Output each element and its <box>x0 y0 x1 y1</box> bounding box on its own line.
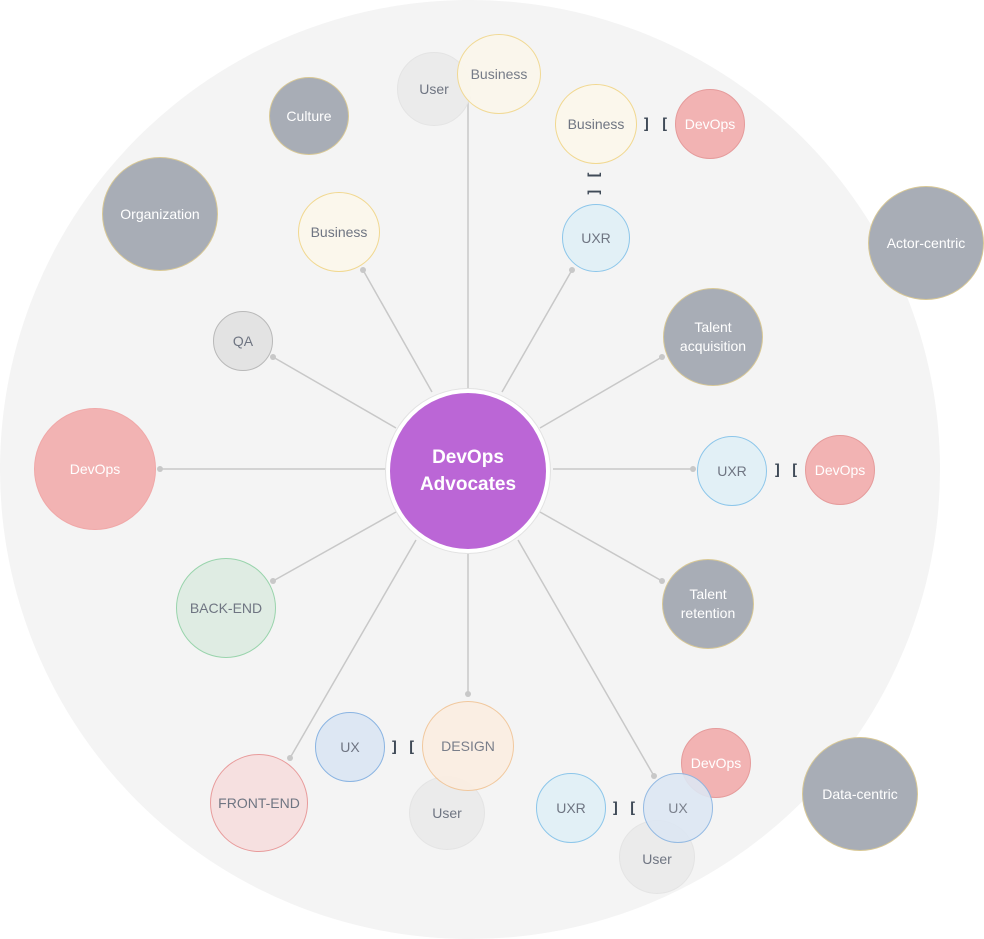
bracket-close: ] <box>390 738 400 756</box>
bracket-close: ] <box>642 115 652 133</box>
talent-retention-node[interactable]: Talent retention <box>662 559 754 649</box>
organization-node[interactable]: Organization <box>102 157 218 271</box>
front-end-node[interactable]: FRONT-END <box>210 754 308 852</box>
talent-retention-label: Talent retention <box>681 585 735 623</box>
devops-bottom-right-label: DevOps <box>690 754 742 771</box>
back-end-node[interactable]: BACK-END <box>176 558 276 658</box>
qa-label: QA <box>232 332 254 349</box>
talent-acquisition-label: Talent acquisition <box>680 318 746 356</box>
center-line1: DevOps <box>432 447 504 468</box>
bracket-open: [ <box>790 461 800 479</box>
link-back-end <box>272 511 397 582</box>
link-qa <box>272 356 397 429</box>
bracket-close: ] <box>773 461 783 479</box>
user-bottom-center-label: User <box>432 804 462 821</box>
talent-acquisition-node[interactable]: Talent acquisition <box>663 288 763 386</box>
user-top-label: User <box>419 80 449 97</box>
link-dot <box>270 578 276 584</box>
link-front-end <box>289 539 417 759</box>
uxr-node-bottom-right[interactable]: UXR <box>536 773 606 843</box>
data-centric-node[interactable]: Data-centric <box>802 737 918 851</box>
link-dot <box>651 773 657 779</box>
ux-bottom-left-label: UX <box>340 738 360 755</box>
qa-node[interactable]: QA <box>213 311 273 371</box>
culture-label: Culture <box>286 107 332 124</box>
business-right-label: Business <box>567 115 625 132</box>
link-ux-bottom-right <box>517 539 655 777</box>
link-dot <box>659 354 665 360</box>
center-line2: Advocates <box>419 474 517 495</box>
bracket-open: [ <box>628 799 638 817</box>
devops-node-top-right[interactable]: DevOps <box>675 89 745 159</box>
front-end-label: FRONT-END <box>218 794 300 811</box>
devops-right-label: DevOps <box>814 461 866 478</box>
devops-top-right-label: DevOps <box>684 115 736 132</box>
ux-bottom-right-label: UX <box>668 799 688 816</box>
uxr-bottom-right-label: UXR <box>556 799 586 816</box>
link-dot <box>287 755 293 761</box>
bracket-open: [ <box>660 115 670 133</box>
actor-centric-node[interactable]: Actor-centric <box>868 186 984 300</box>
link-uxr-top <box>501 269 573 393</box>
link-business-left <box>362 269 433 393</box>
devops-node-right[interactable]: DevOps <box>805 435 875 505</box>
link-talent-retention <box>539 511 663 582</box>
talent-retention-line1: Talent <box>689 586 727 602</box>
link-dot <box>270 354 276 360</box>
uxr-node-top[interactable]: UXR <box>562 204 630 272</box>
ux-node-bottom-right[interactable]: UX <box>643 773 713 843</box>
culture-node[interactable]: Culture <box>269 77 349 155</box>
link-dot <box>659 578 665 584</box>
devops-left-label: DevOps <box>69 460 121 477</box>
devops-node-left[interactable]: DevOps <box>34 408 156 530</box>
devops-advocates-center-node[interactable]: DevOps Advocates <box>386 389 550 553</box>
bracket-close: ] <box>611 799 621 817</box>
link-dot <box>360 267 366 273</box>
actor-centric-label: Actor-centric <box>886 234 966 251</box>
talent-acquisition-line2: acquisition <box>679 338 747 354</box>
ux-node-bottom-left[interactable]: UX <box>315 712 385 782</box>
bracket-open: [ <box>407 738 417 756</box>
business-top-label: Business <box>470 65 528 82</box>
user-bottom-right-label: User <box>642 850 672 867</box>
talent-retention-line2: retention <box>680 605 736 621</box>
link-dot <box>157 466 163 472</box>
business-node-right[interactable]: Business <box>555 84 637 164</box>
link-talent-acquisition <box>539 356 663 429</box>
uxr-node-right[interactable]: UXR <box>697 436 767 506</box>
uxr-right-label: UXR <box>717 462 747 479</box>
link-dot <box>465 691 471 697</box>
link-dot <box>569 267 575 273</box>
data-centric-label: Data-centric <box>822 785 898 802</box>
business-node-left[interactable]: Business <box>298 192 380 272</box>
center-label: DevOps Advocates <box>420 444 516 498</box>
link-dot <box>690 466 696 472</box>
bracket-open-vertical: [ <box>585 187 604 197</box>
bracket-close-vertical: ] <box>585 170 604 180</box>
business-node-top[interactable]: Business <box>457 34 541 114</box>
design-label: DESIGN <box>441 737 495 754</box>
uxr-top-label: UXR <box>581 229 611 246</box>
design-node[interactable]: DESIGN <box>422 701 514 791</box>
organization-label: Organization <box>120 205 200 222</box>
business-left-label: Business <box>310 223 368 240</box>
talent-acquisition-line1: Talent <box>694 319 732 335</box>
back-end-label: BACK-END <box>189 599 263 616</box>
